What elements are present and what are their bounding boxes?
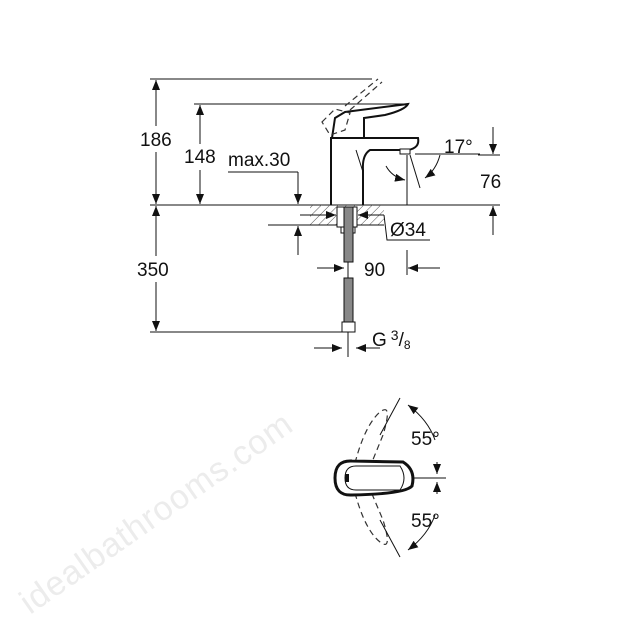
tap-side-view	[321, 78, 420, 205]
watermark: idealbathrooms.com	[13, 404, 300, 621]
dim-90: 90	[364, 260, 385, 281]
dim-148: 148	[184, 147, 216, 168]
dim-17-deg: 17°	[444, 137, 473, 158]
dim-350: 350	[137, 260, 169, 281]
dim-76: 76	[480, 172, 501, 193]
tap-top-view	[333, 397, 446, 558]
dim-diameter-34: Ø34	[390, 220, 426, 241]
dim-max-30: max.30	[228, 150, 290, 171]
dim-186: 186	[140, 130, 172, 151]
rotation-right-55: 55°	[411, 511, 440, 532]
rotation-left-55: 55°	[411, 429, 440, 450]
hose	[336, 206, 358, 357]
